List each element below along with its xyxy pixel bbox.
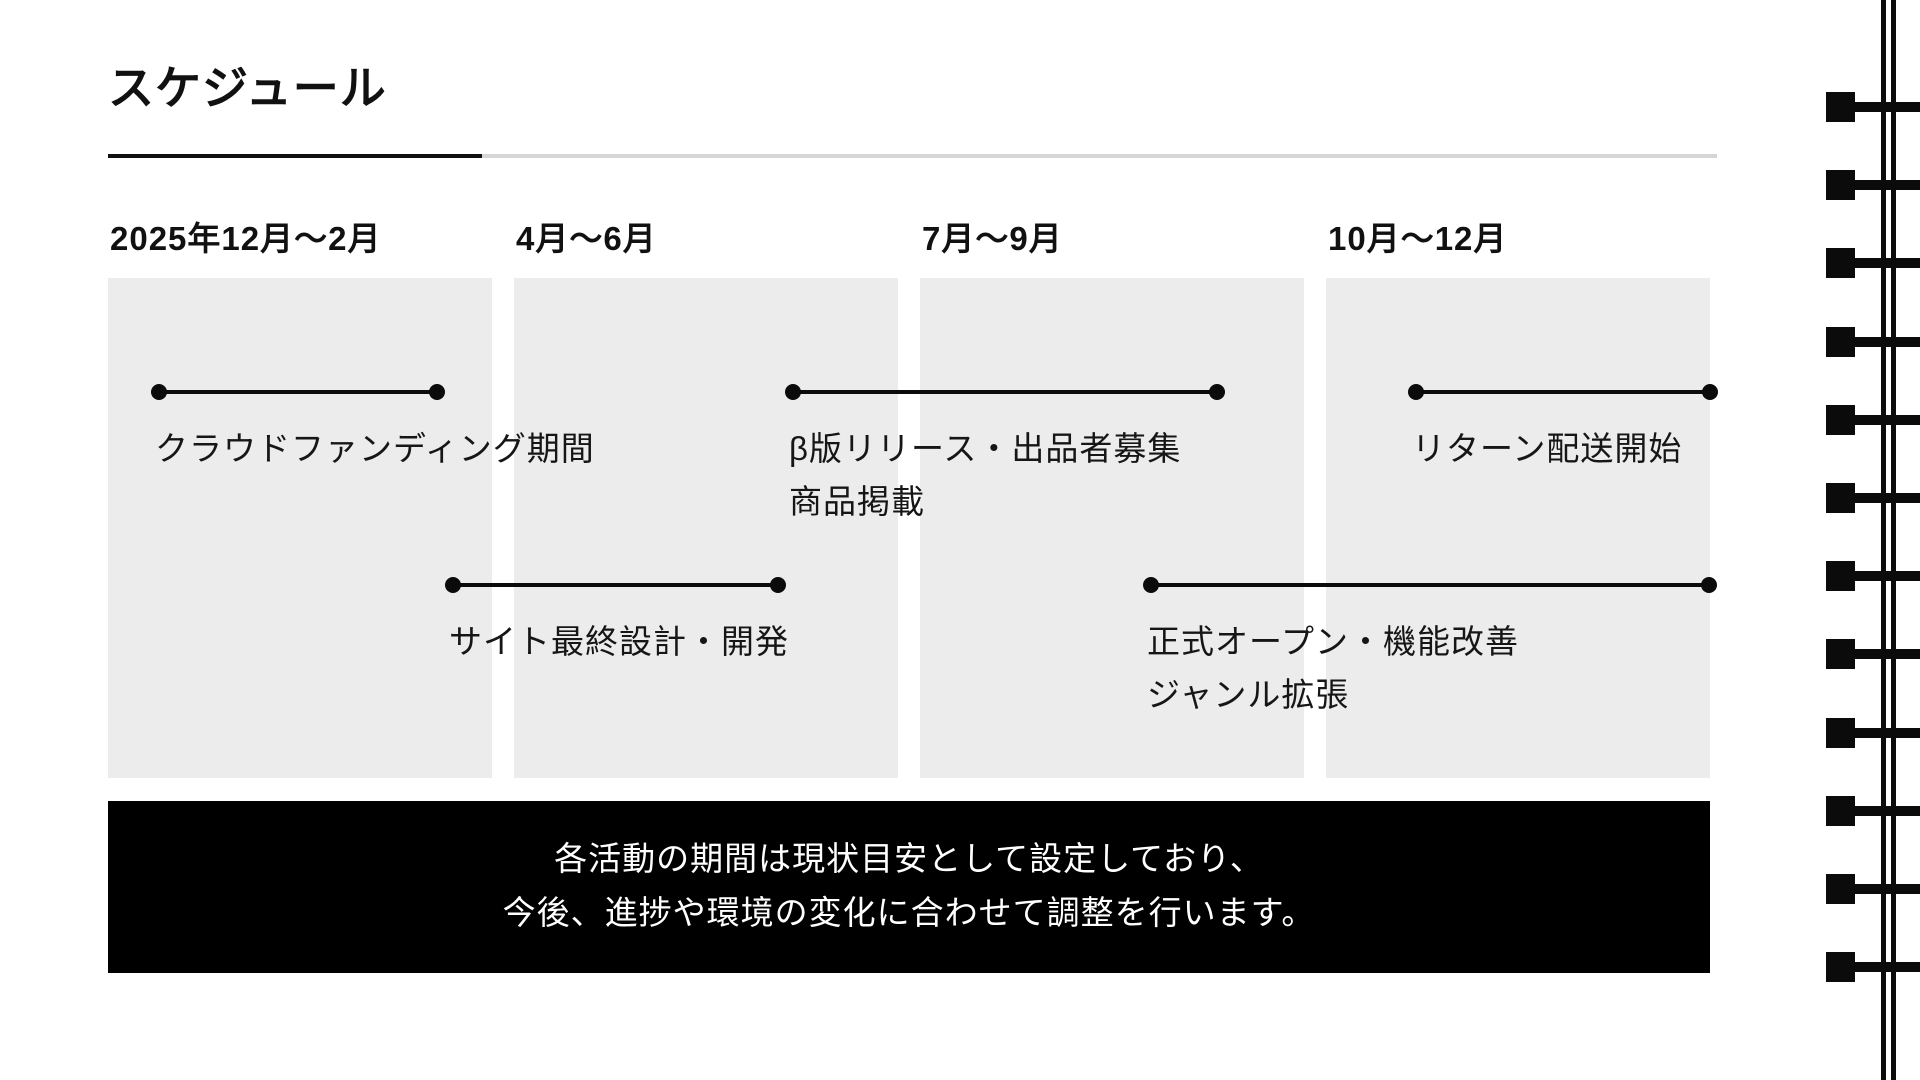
bar-start-dot [1408, 384, 1424, 400]
bar-end-dot [1209, 384, 1225, 400]
quarter-header-1: 2025年12月〜2月 [110, 220, 382, 257]
task-label-line: クラウドファンディング期間 [155, 430, 595, 467]
title-underline-accent [108, 154, 482, 158]
notebook-ring-stub [1840, 180, 1920, 191]
bar-end-dot [429, 384, 445, 400]
note-banner: 各活動の期間は現状目安として設定しており、 今後、進捗や環境の変化に合わせて調整… [108, 801, 1710, 973]
task-bar-site-final-design-development [445, 577, 786, 593]
task-bar-beta-release-seller-recruiting [785, 384, 1225, 400]
notebook-ring-stub [1840, 649, 1920, 660]
quarter-header-2: 4月〜6月 [516, 220, 657, 257]
bar-start-dot [151, 384, 167, 400]
note-line-1: 各活動の期間は現状目安として設定しており、 [554, 840, 1264, 877]
bar-start-dot [445, 577, 461, 593]
task-label-official-open-feature-improvement: 正式オープン・機能改善ジャンル拡張 [1147, 615, 1519, 721]
task-label-line: 商品掲載 [789, 483, 925, 520]
bar-end-dot [1701, 577, 1717, 593]
notebook-ring-stub [1840, 258, 1920, 269]
task-label-site-final-design-development: サイト最終設計・開発 [449, 615, 789, 668]
task-label-beta-release-seller-recruiting: β版リリース・出品者募集商品掲載 [789, 422, 1181, 528]
task-bar-return-shipping-start [1408, 384, 1718, 400]
task-label-line: β版リリース・出品者募集 [789, 430, 1182, 467]
quarter-header-3: 7月〜9月 [922, 220, 1063, 257]
notebook-ring-stub [1840, 805, 1920, 816]
notebook-ring-stub [1840, 727, 1920, 738]
notebook-ring-stub [1840, 571, 1920, 582]
title-underline-track [482, 154, 1717, 158]
binding-rule-1 [1881, 0, 1886, 1080]
task-label-line: ジャンル拡張 [1147, 676, 1350, 713]
task-label-return-shipping-start: リターン配送開始 [1412, 422, 1682, 475]
quarter-header-4: 10月〜12月 [1328, 220, 1508, 257]
bar-end-dot [770, 577, 786, 593]
task-label-crowdfunding-period: クラウドファンディング期間 [155, 422, 595, 475]
quarter-column-2 [514, 278, 898, 778]
task-bar-official-open-feature-improvement [1143, 577, 1717, 593]
notebook-ring-stub [1840, 884, 1920, 894]
task-label-line: リターン配送開始 [1412, 430, 1683, 467]
page-title: スケジュール [108, 62, 387, 114]
binding-rule-2 [1891, 0, 1896, 1080]
task-label-line: サイト最終設計・開発 [449, 623, 789, 660]
notebook-ring-stub [1840, 962, 1920, 973]
notebook-ring-stub [1840, 336, 1920, 347]
bar-end-dot [1702, 384, 1718, 400]
note-line-2: 今後、進捗や環境の変化に合わせて調整を行います。 [502, 894, 1316, 931]
task-bar-crowdfunding-period [151, 384, 445, 400]
bar-start-dot [785, 384, 801, 400]
task-label-line: 正式オープン・機能改善 [1147, 623, 1520, 660]
quarter-column-3 [920, 278, 1304, 778]
notebook-ring-stub [1840, 493, 1920, 503]
quarter-column-4 [1326, 278, 1710, 778]
bar-start-dot [1143, 577, 1159, 593]
notebook-ring-stub [1840, 102, 1920, 112]
quarter-column-1 [108, 278, 492, 778]
notebook-ring-stub [1840, 414, 1920, 425]
